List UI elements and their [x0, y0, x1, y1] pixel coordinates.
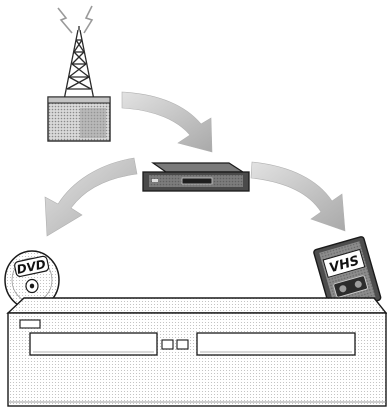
combo-button-left [162, 340, 173, 349]
set-top-box-icon [143, 163, 249, 191]
flow-arrow-receiver-to-vhs [251, 162, 345, 231]
dvd-vcr-combo-icon [8, 298, 386, 406]
broadcast-tower-icon [48, 6, 110, 141]
combo-button-right [177, 340, 188, 349]
flow-arrow-receiver-to-dvd [45, 158, 137, 236]
power-indicator [20, 320, 40, 328]
signal-wave-icon [58, 6, 92, 33]
flow-arrow-tower-to-receiver [122, 92, 212, 152]
